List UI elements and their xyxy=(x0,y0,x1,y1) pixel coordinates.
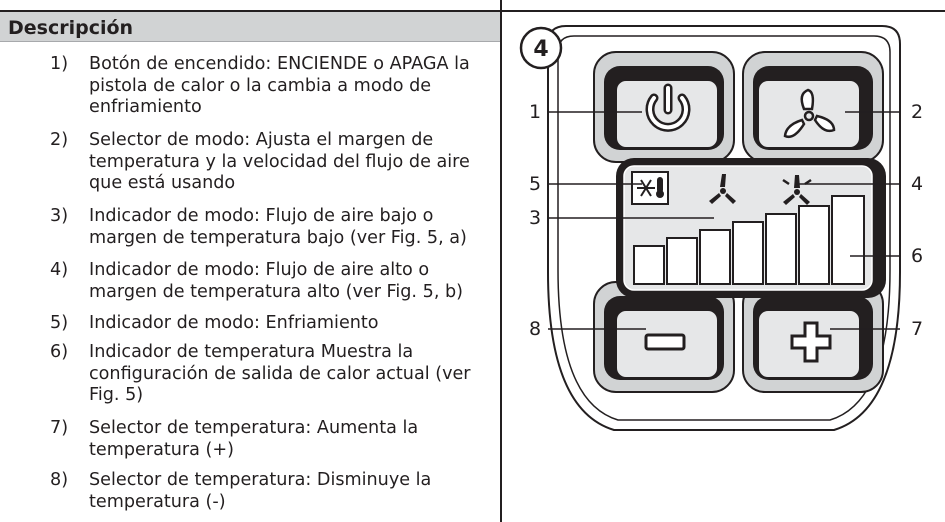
callout-5: 5 xyxy=(529,173,542,195)
item-number: 8) xyxy=(50,470,69,490)
section-title: Descripción xyxy=(8,17,134,39)
figure-number: 4 xyxy=(533,37,548,62)
callout-4: 4 xyxy=(911,173,924,195)
control-panel-drawing: 4 xyxy=(519,25,901,431)
power-icon xyxy=(645,83,691,132)
control-panel-figure: 4 xyxy=(504,12,945,522)
item-number: 4) xyxy=(50,260,69,280)
fan-icon xyxy=(783,88,836,138)
callout-2: 2 xyxy=(911,101,924,123)
fan-low-icon xyxy=(709,174,736,204)
temp-bar-7 xyxy=(831,195,865,285)
plus-button xyxy=(753,296,873,380)
callout-7: 7 xyxy=(911,318,924,340)
temp-bar-3 xyxy=(699,229,731,285)
temp-bar-5 xyxy=(765,213,797,285)
item-text: Botón de encendido: ENCIENDE o APAGA la … xyxy=(89,54,470,117)
callout-6: 6 xyxy=(911,245,924,267)
minus-icon xyxy=(644,333,686,351)
mode-button xyxy=(753,66,873,150)
temp-bar-6 xyxy=(798,205,830,285)
item-number: 1) xyxy=(50,54,69,74)
section-header: Descripción xyxy=(0,10,500,42)
callout-8: 8 xyxy=(529,318,542,340)
minus-button xyxy=(604,296,724,380)
description-column: Descripción 1) Botón de encendido: ENCIE… xyxy=(0,0,502,522)
temp-bar-1 xyxy=(633,245,665,285)
callout-lines xyxy=(548,111,900,330)
item-text: Selector de temperatura: Disminuye la te… xyxy=(89,470,432,512)
plus-icon xyxy=(790,321,832,363)
power-button xyxy=(604,66,724,150)
item-text: Indicador de temperatura Muestra la conf… xyxy=(89,342,471,405)
item-number: 7) xyxy=(50,418,69,438)
item-text: Indicador de modo: Flujo de aire alto o … xyxy=(89,260,464,302)
callout-3: 3 xyxy=(529,207,542,229)
header-rule xyxy=(502,10,945,12)
item-number: 2) xyxy=(50,130,69,150)
figure-number-circle xyxy=(519,26,563,70)
temp-bar-4 xyxy=(732,221,764,285)
snowflake-thermometer-icon xyxy=(637,177,664,198)
temperature-bars xyxy=(633,195,865,285)
item-number: 6) xyxy=(50,342,69,362)
item-text: Indicador de modo: Enfriamiento xyxy=(89,313,379,333)
item-number: 5) xyxy=(50,313,69,333)
item-text: Selector de temperatura: Aumenta la temp… xyxy=(89,418,419,460)
item-number: 3) xyxy=(50,206,69,226)
temp-bar-2 xyxy=(666,237,698,285)
item-text: Indicador de modo: Flujo de aire bajo o … xyxy=(89,206,467,248)
item-text: Selector de modo: Ajusta el margen de te… xyxy=(89,130,470,193)
callout-1: 1 xyxy=(529,101,542,123)
